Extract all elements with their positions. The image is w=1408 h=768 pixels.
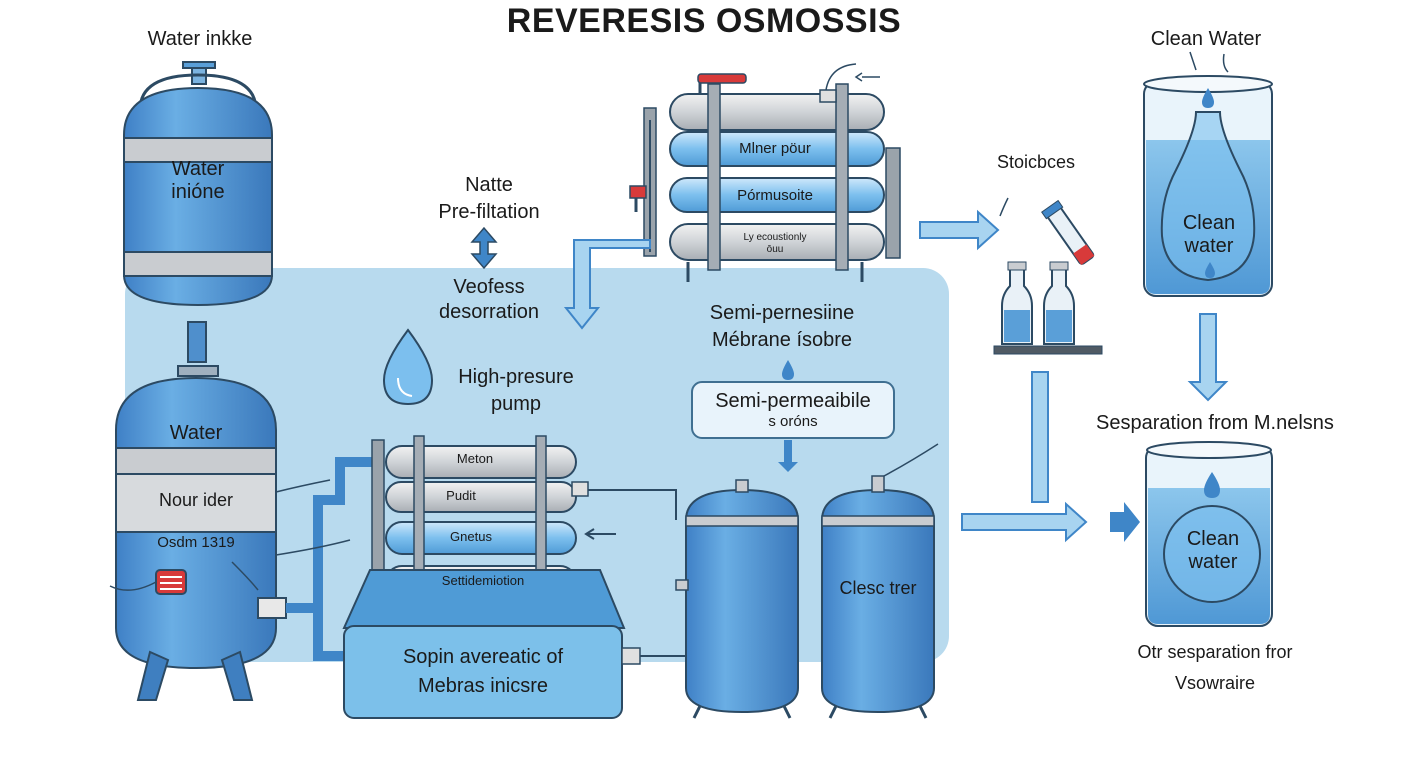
water-intake-label: Water inkke bbox=[147, 28, 253, 50]
top-filter-3-label: Ly ecoustionly ōuu bbox=[743, 232, 807, 255]
bottom-filter-4-label: Settidemiotion bbox=[441, 573, 525, 588]
test-tube-icon bbox=[1041, 199, 1095, 265]
left-tank-water-label: Water bbox=[169, 422, 223, 444]
left-storage-tank bbox=[109, 376, 287, 701]
membrane-label: Semi-pernesiine Mébrane ísobre bbox=[709, 302, 855, 351]
left-tank-band-label: Nour ider bbox=[158, 490, 234, 510]
semipermeable-box bbox=[691, 381, 895, 439]
desorption-label: Veofess desorration bbox=[438, 276, 540, 323]
top-filter-rack bbox=[629, 63, 901, 282]
prefiltration-label: Natte Pre-filtation bbox=[438, 174, 540, 223]
left-tank-small-label: Osdm 1319 bbox=[157, 534, 235, 551]
bottom-filter-3-label: Gnetus bbox=[450, 529, 492, 544]
top-filter-1-label: Mlner pöur bbox=[739, 140, 811, 157]
stoichs-label: Stoicbces bbox=[996, 152, 1076, 172]
top-tank-label: Water inióne bbox=[171, 158, 225, 203]
small-drop-icon bbox=[782, 360, 794, 380]
feed-pipe bbox=[286, 457, 380, 613]
high-pressure-pump-label: High-presure pump bbox=[458, 366, 574, 415]
bottom-right-label: Otr sesparation fror Vsowraire bbox=[1137, 642, 1293, 693]
diagram-title: REVERESIS OSMOSSIS bbox=[506, 2, 902, 40]
sample-bottles bbox=[993, 261, 1103, 355]
clean-water-flask-bottom bbox=[1145, 441, 1273, 627]
basin-label: Sopin avereatic of Mebras inicsre bbox=[402, 646, 564, 697]
clean-water-title-label: Clean Water bbox=[1150, 28, 1262, 50]
tank-connector bbox=[187, 321, 207, 363]
membrane-tank bbox=[675, 479, 799, 719]
top-intake-tank bbox=[123, 61, 273, 307]
arrow-down-right bbox=[1187, 313, 1229, 402]
water-drop-icon bbox=[382, 328, 434, 406]
arrow-right-bottom bbox=[961, 501, 1088, 543]
semipermeable-box-label: Semi-permeaibile s oróns bbox=[715, 390, 871, 430]
connector-vertical bbox=[1031, 371, 1049, 503]
bottom-filter-rack bbox=[371, 435, 677, 607]
top-filter-2-label: Pórmusoite bbox=[737, 187, 813, 204]
clean-water-tank bbox=[821, 443, 939, 719]
right-tank-label: Clesc trer bbox=[839, 578, 917, 598]
clean-water-flask-top-label: Clean water bbox=[1182, 212, 1236, 257]
separation-minerals-label: Sesparation from M.nelsns bbox=[1096, 412, 1334, 434]
bottom-filter-2-label: Pudit bbox=[446, 488, 476, 503]
double-arrow-icon bbox=[470, 226, 498, 270]
clean-water-flask-top bbox=[1143, 51, 1273, 297]
clean-water-flask-bottom-label: Clean water bbox=[1186, 528, 1240, 573]
arrow-right-top bbox=[919, 209, 1000, 251]
down-arrow-pipe bbox=[563, 239, 651, 330]
bottom-filter-1-label: Meton bbox=[456, 451, 494, 466]
membrane-basin bbox=[342, 569, 690, 719]
